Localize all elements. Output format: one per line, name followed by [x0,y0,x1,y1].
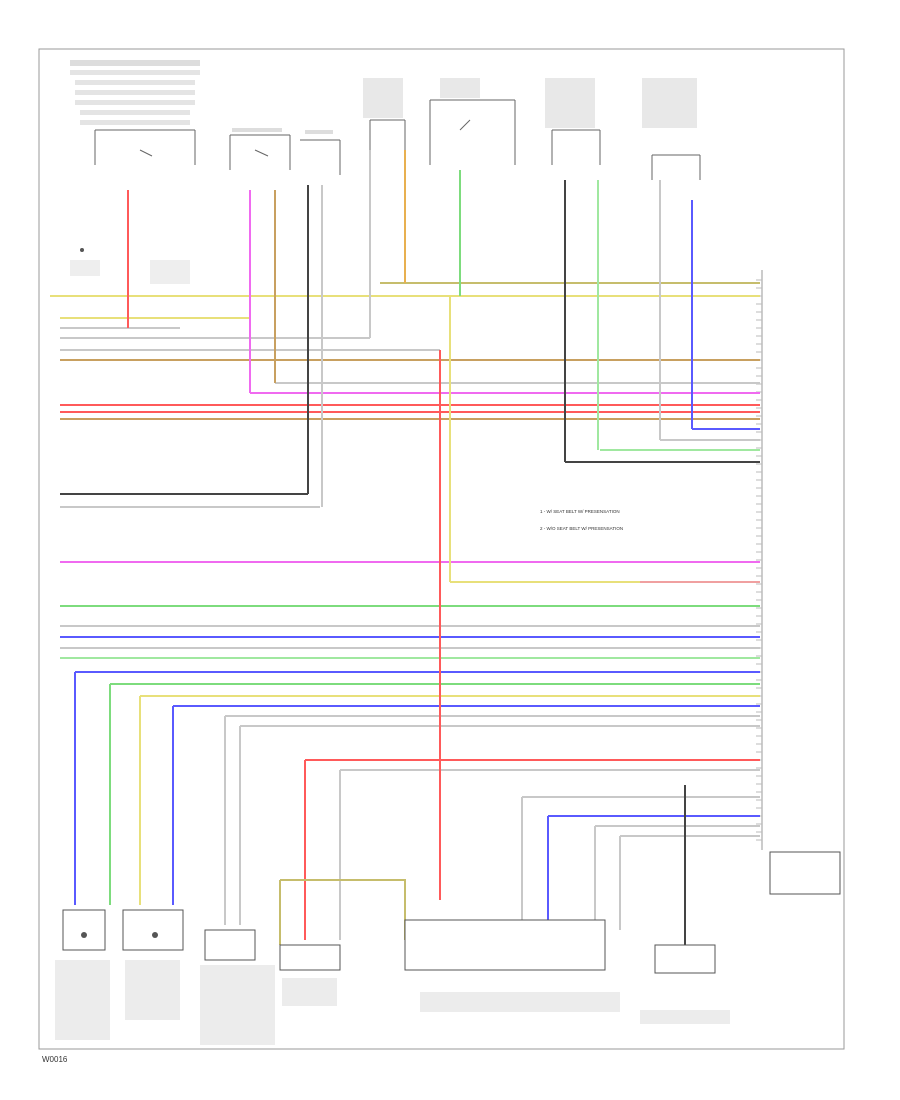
diagram-border [38,48,845,1050]
diagram-code: W0016 [42,1055,68,1064]
airbag-control-module [769,851,841,895]
seat-track-position-sensor [363,78,406,150]
occupant-sensor-1 [545,78,601,165]
airbag-control-module-connector [756,270,841,895]
legend-item-1: 1 - W/ SEAT BELT W/ PRESENSATION [540,509,620,514]
top-components [70,60,701,284]
driver-belt-switch [429,78,516,165]
connector-pin-labels [756,279,762,841]
legend: 1 - W/ SEAT BELT W/ PRESENSATION 2 - W/O… [540,509,623,531]
wire-harness [50,150,760,945]
legend-item-2: 2 - W/O SEAT BELT W/ PRESENSATION [540,526,623,531]
wire-olive [280,879,406,940]
driver-front-airbag [279,944,341,1006]
passenger-seat-belt-buckle [300,130,341,175]
front-seat-belt-switch-group [70,60,200,284]
bottom-components [55,909,730,1045]
front-passenger-side-airbag [55,909,110,1040]
front-passenger-seat-belt-tensioner [640,944,730,1024]
front-passenger-switch [229,128,291,170]
rear-seat-side-airbag [122,909,184,1020]
occupant-sensor-2 [642,78,701,180]
passenger-seat-belt-retractor [200,929,275,1045]
front-passenger-occupant-detection [404,919,620,1012]
